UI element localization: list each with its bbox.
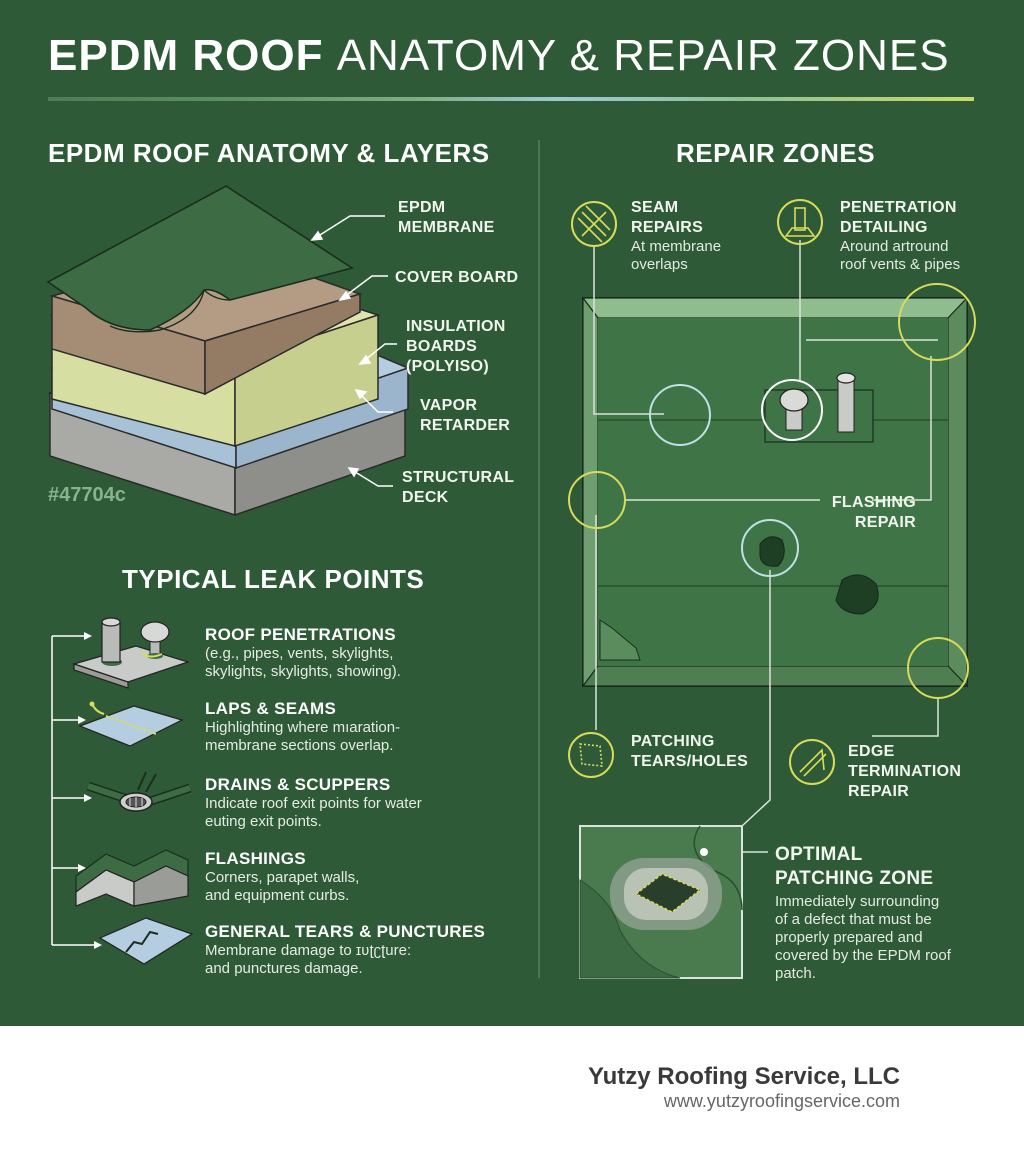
optimal-patching-detail <box>579 825 743 979</box>
leak-title-penetrations: ROOF PENETRATIONS <box>205 625 396 644</box>
leak-desc-laps: Highlighting where mıaration-membrane se… <box>205 719 401 754</box>
company-url[interactable]: www.yutzyroofingservice.com <box>663 1091 900 1111</box>
leak-title-flashings: FLASHINGS <box>205 849 306 868</box>
anatomy-heading: EPDM ROOF ANATOMY & LAYERS <box>48 138 490 168</box>
company-name: Yutzy Roofing Service, LLC <box>587 1063 900 1090</box>
label-cover-board: COVER BOARD <box>395 269 519 286</box>
leak-desc-penetrations: (e.g., pipes, vents, skylights,skylights… <box>205 645 401 680</box>
leak-desc-flashings: Corners, parapet walls,and equipment cur… <box>205 869 360 904</box>
repair-heading: REPAIR ZONES <box>676 138 876 168</box>
infographic-panel: EPDM ROOF ANATOMY & REPAIR ZONES EPDM RO… <box>0 0 1024 1026</box>
laps-seams-icon <box>78 701 184 747</box>
layer-epdm-membrane <box>46 185 354 333</box>
roof-penetration-icon <box>71 617 190 689</box>
title-rule <box>48 97 974 101</box>
repair-connectors <box>593 240 939 853</box>
patching-tears-icon <box>568 732 614 778</box>
repair-zones-diagram <box>568 199 976 979</box>
roof-layers-diagram <box>46 185 411 517</box>
leaks-heading: TYPICAL LEAK POINTS <box>122 564 425 594</box>
leak-bracket <box>51 632 102 949</box>
page-title: EPDM ROOF ANATOMY & REPAIR ZONES <box>48 31 950 80</box>
drain-scupper-icon <box>86 771 192 812</box>
leak-desc-tears: Membrane damage to ɪʋʈʗʈure:and puncture… <box>205 942 412 977</box>
leak-title-drains: DRAINS & SCUPPERS <box>205 775 391 794</box>
seam-repair-icon <box>571 201 617 247</box>
column-divider <box>538 140 540 978</box>
leak-title-tears: GENERAL TEARS & PUNCTURES <box>205 922 486 941</box>
roof-plan <box>581 296 969 688</box>
tear-puncture-icon <box>98 917 194 965</box>
edge-termination-icon <box>789 739 835 785</box>
anatomy-leaders <box>310 215 397 487</box>
color-code-label: #47704c <box>48 484 126 506</box>
leak-title-laps: LAPS & SEAMS <box>205 699 337 718</box>
flashing-icon <box>75 849 189 907</box>
penetration-detailing-icon <box>777 199 823 245</box>
